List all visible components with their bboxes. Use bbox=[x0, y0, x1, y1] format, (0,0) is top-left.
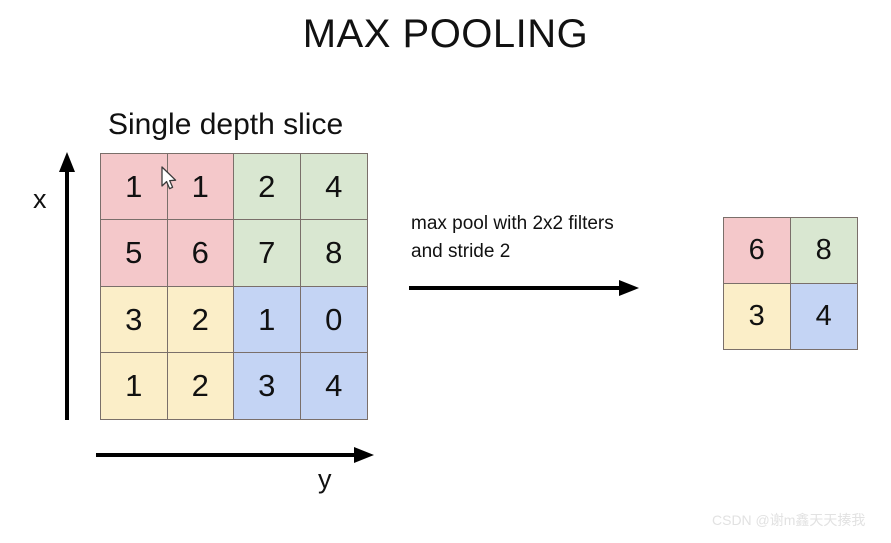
input-grid-cell-r3-c2: 3 bbox=[234, 352, 301, 419]
input-grid-cell-r0-c2: 2 bbox=[234, 154, 301, 221]
input-grid-cell-r2-c2: 1 bbox=[234, 286, 301, 353]
input-grid-cell-r2-c1: 2 bbox=[167, 286, 234, 353]
single-depth-slice-caption: Single depth slice bbox=[108, 108, 344, 141]
csdn-watermark: CSDN @谢m鑫天天揍我 bbox=[712, 512, 866, 528]
horizontal-axis-label: y bbox=[318, 464, 332, 494]
output-grid-cell-r0-c0: 6 bbox=[724, 218, 791, 284]
input-grid-cell-r0-c0: 1 bbox=[101, 154, 168, 221]
input-grid-cell-r3-c1: 2 bbox=[167, 352, 234, 419]
output-grid-cell-r1-c1: 4 bbox=[790, 283, 857, 349]
pooling-description: max pool with 2x2 filters and stride 2 bbox=[411, 210, 696, 265]
input-grid-cell-r1-c1: 6 bbox=[167, 220, 234, 287]
input-grid-cell-r1-c0: 5 bbox=[101, 220, 168, 287]
input-grid-cell-r2-c3: 0 bbox=[300, 286, 367, 353]
page-title: MAX POOLING bbox=[302, 12, 589, 56]
input-grid-cell-r1-c3: 8 bbox=[300, 220, 367, 287]
pooling-description-line2: and stride 2 bbox=[411, 240, 511, 262]
input-grid-cell-r1-c2: 7 bbox=[234, 220, 301, 287]
vertical-axis-arrow-up-icon bbox=[48, 150, 88, 425]
output-grid-cell-r0-c1: 8 bbox=[790, 218, 857, 284]
transformation-arrow-right-icon bbox=[405, 276, 645, 300]
input-grid-cell-r3-c0: 1 bbox=[101, 352, 168, 419]
input-grid-cell-r0-c3: 4 bbox=[300, 154, 367, 221]
vertical-axis-label: x bbox=[33, 184, 47, 214]
output-grid-cell-r1-c0: 3 bbox=[724, 283, 791, 349]
input-grid-cell-r0-c1: 1 bbox=[167, 154, 234, 221]
input-grid-cell-r3-c3: 4 bbox=[300, 352, 367, 419]
horizontal-axis-arrow-right-icon bbox=[90, 442, 380, 468]
input-grid-cell-r2-c0: 3 bbox=[101, 286, 168, 353]
pooling-description-line1: max pool with 2x2 filters bbox=[411, 213, 614, 234]
